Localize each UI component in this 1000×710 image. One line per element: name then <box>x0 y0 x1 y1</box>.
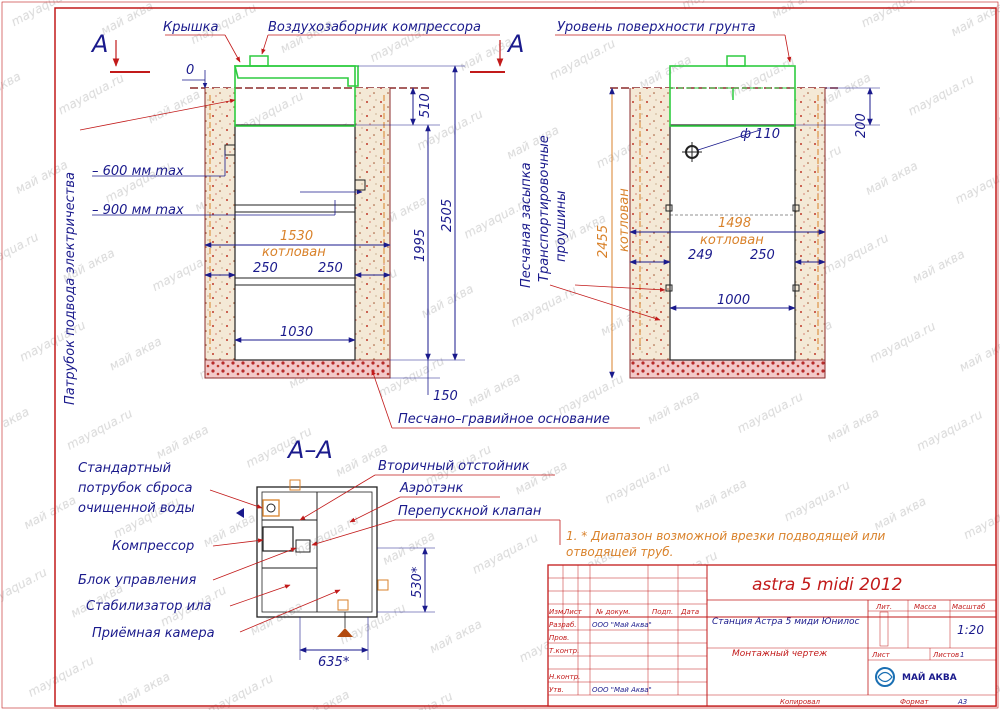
title-block-company: МАЙ АКВА <box>902 671 957 683</box>
section-title: А–А <box>286 436 333 464</box>
label-secondary: Вторичный отстойник <box>378 459 530 474</box>
sand-backfill-left <box>630 88 670 360</box>
tb-h-lit: Лит. <box>875 603 892 611</box>
label-lifting-eyes-2: проушины <box>554 190 569 262</box>
label-power-pipe: Патрубок подвода электричества <box>63 172 78 405</box>
label-compressor: Компрессор <box>112 539 194 554</box>
label-outlet-2: потрубок сброса <box>78 481 192 496</box>
label-bypass: Перепускной клапан <box>398 504 542 519</box>
tb-h-date: Дата <box>680 608 699 616</box>
label-sand-fill: Песчаная засыпка <box>519 162 534 288</box>
dim-1000: 1000 <box>717 293 750 308</box>
sand-backfill-right <box>795 88 825 360</box>
dim-pit-word-left: котлован <box>262 245 326 260</box>
dim-249: 249 <box>688 248 713 263</box>
label-outlet-1: Стандартный <box>78 461 171 476</box>
title-block-scale: 1:20 <box>957 623 984 637</box>
label-control: Блок управления <box>78 573 196 588</box>
label-receiving: Приёмная камера <box>92 626 215 641</box>
tb-r-razrab: Разраб. <box>549 621 577 629</box>
dim-250-left-2: 250 <box>318 261 343 276</box>
label-aerotank: Аэротэнк <box>399 481 463 496</box>
tb-h-sheets: Листов <box>932 651 959 659</box>
label-lifting-eyes-1: Транспортировочные <box>537 135 552 282</box>
tb-utv-name: ООО "Май Аква" <box>592 686 652 694</box>
note-line-2: отводящей труб. <box>566 545 673 559</box>
dim-2455: 2455 <box>596 225 611 258</box>
title-block-drawing-type: Монтажный чертеж <box>732 649 828 659</box>
dim-510: 510 <box>418 93 433 118</box>
label-ground-level: Уровень поверхности грунта <box>557 20 756 35</box>
dim-200: 200 <box>854 113 869 138</box>
tb-h-mass: Масса <box>914 603 936 611</box>
label-pipe-d110: ф 110 <box>740 127 780 142</box>
dim-250-left-1: 250 <box>253 261 278 276</box>
outlet-pipe <box>262 499 280 517</box>
dim-pit-word-vertical: котлован <box>617 188 632 252</box>
dim-150: 150 <box>433 389 458 404</box>
tb-h-sheet: Лист <box>871 651 891 659</box>
label-air-intake: Воздухозаборник компрессора <box>268 20 481 35</box>
left-section-view <box>79 34 640 429</box>
label-lid: Крышка <box>163 20 218 35</box>
dim-2505: 2505 <box>440 199 455 232</box>
plan-view <box>209 474 561 660</box>
gravel-base <box>204 359 391 379</box>
section-marker-a-left: А <box>90 30 108 58</box>
tb-r-nkontr: Н.контр. <box>549 673 580 681</box>
label-inlet-900: – 900 мм max <box>92 203 184 218</box>
dim-250-right: 250 <box>750 248 775 263</box>
tb-h-list: Лист <box>563 608 583 616</box>
right-section-view <box>549 34 880 379</box>
note-line-1: 1. * Диапазон возможной врезки подводяще… <box>566 529 885 543</box>
dim-pit-word-right: котлован <box>700 233 764 248</box>
label-inlet-600: – 600 мм max <box>92 164 184 179</box>
section-marker-a-right: А <box>506 30 524 58</box>
station-body <box>669 124 796 361</box>
title-block-sheet-num: 1 <box>960 651 964 659</box>
outlet-flow-arrow <box>236 508 244 518</box>
title-block <box>547 564 997 707</box>
title-block-product: Станция Астра 5 миди Юнилос <box>712 617 859 627</box>
tb-format-val: А3 <box>957 698 967 706</box>
air-intake-cap <box>249 55 269 67</box>
label-gravel-base: Песчано–гравийное основание <box>398 412 610 427</box>
label-outlet-3: очищенной воды <box>78 501 195 516</box>
sand-backfill-right <box>355 88 390 360</box>
inlet-marker <box>337 628 353 637</box>
dim-pit-width-left: 1530 <box>280 229 313 244</box>
tb-h-scale: Масштаб <box>952 603 986 611</box>
dim-530: 530* <box>410 566 425 598</box>
tb-razrab-name: ООО "Май Аква" <box>592 621 652 629</box>
control-unit-box <box>295 539 311 553</box>
plan-outer-body <box>256 486 378 618</box>
dim-pit-width-right: 1498 <box>718 216 751 231</box>
title-block-title: astra 5 midi 2012 <box>752 575 902 595</box>
tb-h-sign: Подп. <box>652 608 673 616</box>
sheet-frame <box>54 7 997 707</box>
gravel-base <box>629 359 826 379</box>
dim-635: 635* <box>318 655 350 670</box>
tb-h-izm: Изм. <box>549 608 565 616</box>
label-sludge: Стабилизатор ила <box>86 599 211 614</box>
tb-format-label: Формат <box>900 698 929 706</box>
tb-r-utv: Утв. <box>549 686 564 694</box>
tb-copied: Копировал <box>780 698 821 706</box>
tb-r-prov: Пров. <box>549 634 569 642</box>
label-zero: 0 <box>186 63 194 78</box>
dim-1030: 1030 <box>280 325 313 340</box>
company-logo-icon <box>875 667 895 687</box>
dim-1995: 1995 <box>413 229 428 262</box>
tb-h-doc: № докум. <box>595 608 631 616</box>
tb-r-tkontr: Т.контр. <box>549 647 579 655</box>
